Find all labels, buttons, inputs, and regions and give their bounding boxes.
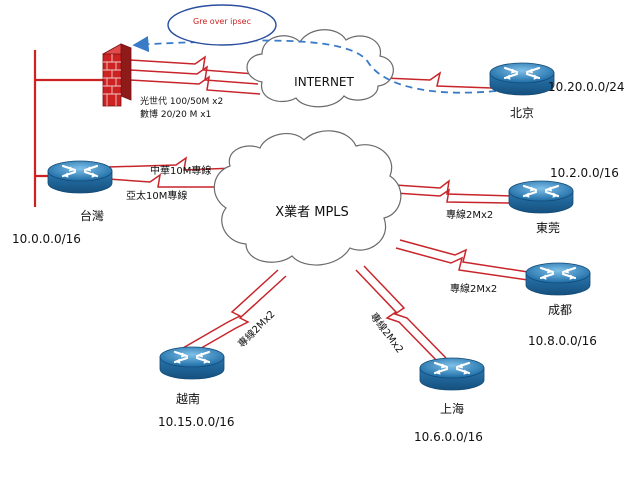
taiwan-mpls-links	[107, 156, 236, 188]
dongguan-router	[507, 179, 575, 215]
firewall	[102, 43, 132, 107]
chengdu-subnet: 10.8.0.0/16	[528, 334, 597, 348]
taiwan-router	[46, 159, 114, 195]
internet-cloud: INTERNET	[246, 29, 394, 108]
internet-uplinks	[129, 55, 261, 95]
taiwan-internet-line1: 光世代 100/50M x2	[140, 95, 223, 107]
vietnam-link-label: 專線2Mx2	[235, 307, 278, 350]
shanghai-subnet: 10.6.0.0/16	[414, 430, 483, 444]
vietnam-mpls-links	[175, 269, 287, 359]
vietnam-name: 越南	[176, 391, 200, 406]
chengdu-name: 成都	[548, 303, 572, 317]
firewall-icon	[102, 43, 132, 107]
shanghai-mpls-links	[355, 265, 447, 363]
shanghai-router	[418, 356, 486, 392]
dongguan-subnet: 10.2.0.0/16	[550, 166, 619, 180]
beijing-subnet: 10.20.0.0/24	[548, 80, 625, 94]
beijing-internet-link	[384, 71, 493, 89]
beijing-router	[488, 61, 556, 97]
dongguan-link-label: 專線2Mx2	[446, 208, 493, 221]
gre-callout: Gre over ipsec	[167, 4, 277, 46]
cloud-icon	[246, 29, 394, 108]
chengdu-mpls-links	[395, 239, 529, 281]
vietnam-subnet: 10.15.0.0/16	[158, 415, 235, 429]
shanghai-link-label: 專線2Mx2	[368, 310, 407, 356]
gre-tunnel-arrow	[132, 36, 497, 94]
dongguan-name: 東莞	[536, 221, 560, 235]
chengdu-link-label: 專線2Mx2	[450, 282, 497, 295]
shanghai-name: 上海	[440, 401, 464, 416]
cloud-icon	[213, 130, 402, 266]
internet-cloud-label: INTERNET	[294, 75, 354, 89]
chengdu-router	[524, 261, 592, 297]
dongguan-mpls-links	[394, 179, 513, 204]
taiwan-internet-line2: 數博 20/20 M x1	[140, 108, 211, 120]
mpls-cloud-label: X業者 MPLS	[275, 204, 349, 220]
vietnam-router	[158, 345, 226, 381]
taiwan-subnet: 10.0.0.0/16	[12, 232, 81, 246]
taiwan-mpls-link2-label: 亞太10M專線	[126, 189, 187, 202]
mpls-cloud: X業者 MPLS	[213, 130, 402, 266]
gre-callout-text: Gre over ipsec	[193, 17, 251, 26]
beijing-name: 北京	[510, 106, 534, 120]
taiwan-name: 台灣	[80, 208, 104, 223]
taiwan-mpls-link1-label: 中華10M專線	[150, 164, 211, 177]
